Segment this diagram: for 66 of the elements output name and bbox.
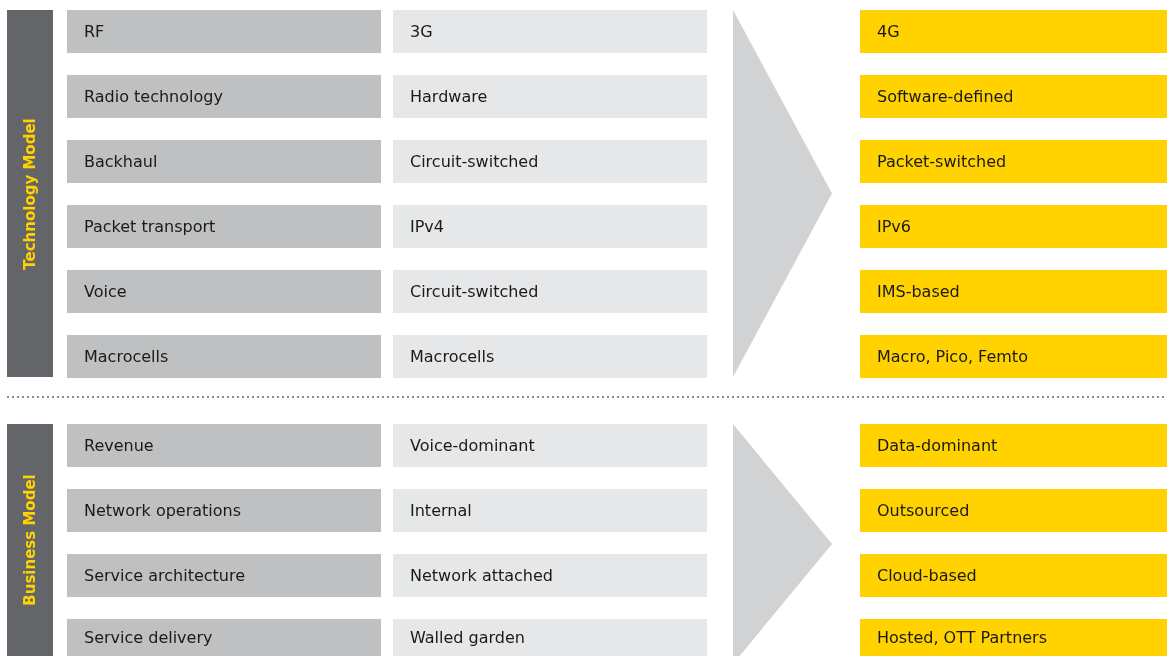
box-label: Circuit-switched <box>409 282 539 301</box>
box-label: Packet-switched <box>876 152 1007 171</box>
table-box <box>67 140 381 183</box>
table-box <box>67 424 381 467</box>
box-label: Walled garden <box>409 628 525 647</box>
highlight-box <box>860 554 1167 597</box>
box-label: Data-dominant <box>876 436 998 455</box>
highlight-box <box>860 270 1167 313</box>
box-label: Macro, Pico, Femto <box>876 347 1028 366</box>
section-title: Business Model <box>21 474 39 606</box>
section-band <box>7 424 53 656</box>
box-label: Cloud-based <box>876 566 977 585</box>
highlight-box <box>860 140 1167 183</box>
table-box <box>67 619 381 656</box>
box-label: Outsourced <box>876 501 970 520</box>
highlight-box <box>860 619 1167 656</box>
table-box <box>393 270 707 313</box>
table-box <box>67 205 381 248</box>
highlight-box <box>860 75 1167 118</box>
highlight-box <box>860 489 1167 532</box>
chevron-arrow <box>733 10 832 377</box>
table-box <box>393 10 707 53</box>
box-label: Voice <box>83 282 127 301</box>
table-box <box>393 140 707 183</box>
box-label: Hosted, OTT Partners <box>876 628 1048 647</box>
section-band <box>7 10 53 377</box>
table-box <box>393 424 707 467</box>
section-title: Technology Model <box>21 117 39 270</box>
box-label: Internal <box>409 501 472 520</box>
box-label: IPv4 <box>409 217 444 236</box>
box-label: Radio technology <box>83 87 223 106</box>
box-label: Network operations <box>83 501 242 520</box>
table-box <box>393 335 707 378</box>
table-box <box>67 554 381 597</box>
box-label: Packet transport <box>83 217 216 236</box>
box-label: Service delivery <box>83 628 213 647</box>
box-label: Macrocells <box>83 347 169 366</box>
box-label: Service architecture <box>83 566 246 585</box>
box-label: 3G <box>409 22 433 41</box>
table-box <box>393 205 707 248</box>
box-label: 4G <box>876 22 900 41</box>
chevron-arrow <box>733 424 832 656</box>
table-box <box>393 489 707 532</box>
box-label: Revenue <box>83 436 154 455</box>
box-label: Hardware <box>409 87 488 106</box>
box-label: Voice-dominant <box>409 436 535 455</box>
highlight-box <box>860 424 1167 467</box>
box-label: RF <box>83 22 105 41</box>
table-box <box>393 619 707 656</box>
table-box <box>67 489 381 532</box>
box-label: Circuit-switched <box>409 152 539 171</box>
table-box <box>67 335 381 378</box>
box-label: IPv6 <box>876 217 911 236</box>
table-box <box>67 270 381 313</box>
table-box <box>67 75 381 118</box>
box-label: Network attached <box>409 566 553 585</box>
highlight-box <box>860 335 1167 378</box>
table-box <box>393 554 707 597</box>
highlight-box <box>860 205 1167 248</box>
highlight-box <box>860 10 1167 53</box>
box-label: IMS-based <box>876 282 960 301</box>
table-box <box>67 10 381 53</box>
box-label: Backhaul <box>83 152 158 171</box>
table-box <box>393 75 707 118</box>
box-label: Macrocells <box>409 347 495 366</box>
box-label: Software-defined <box>876 87 1014 106</box>
